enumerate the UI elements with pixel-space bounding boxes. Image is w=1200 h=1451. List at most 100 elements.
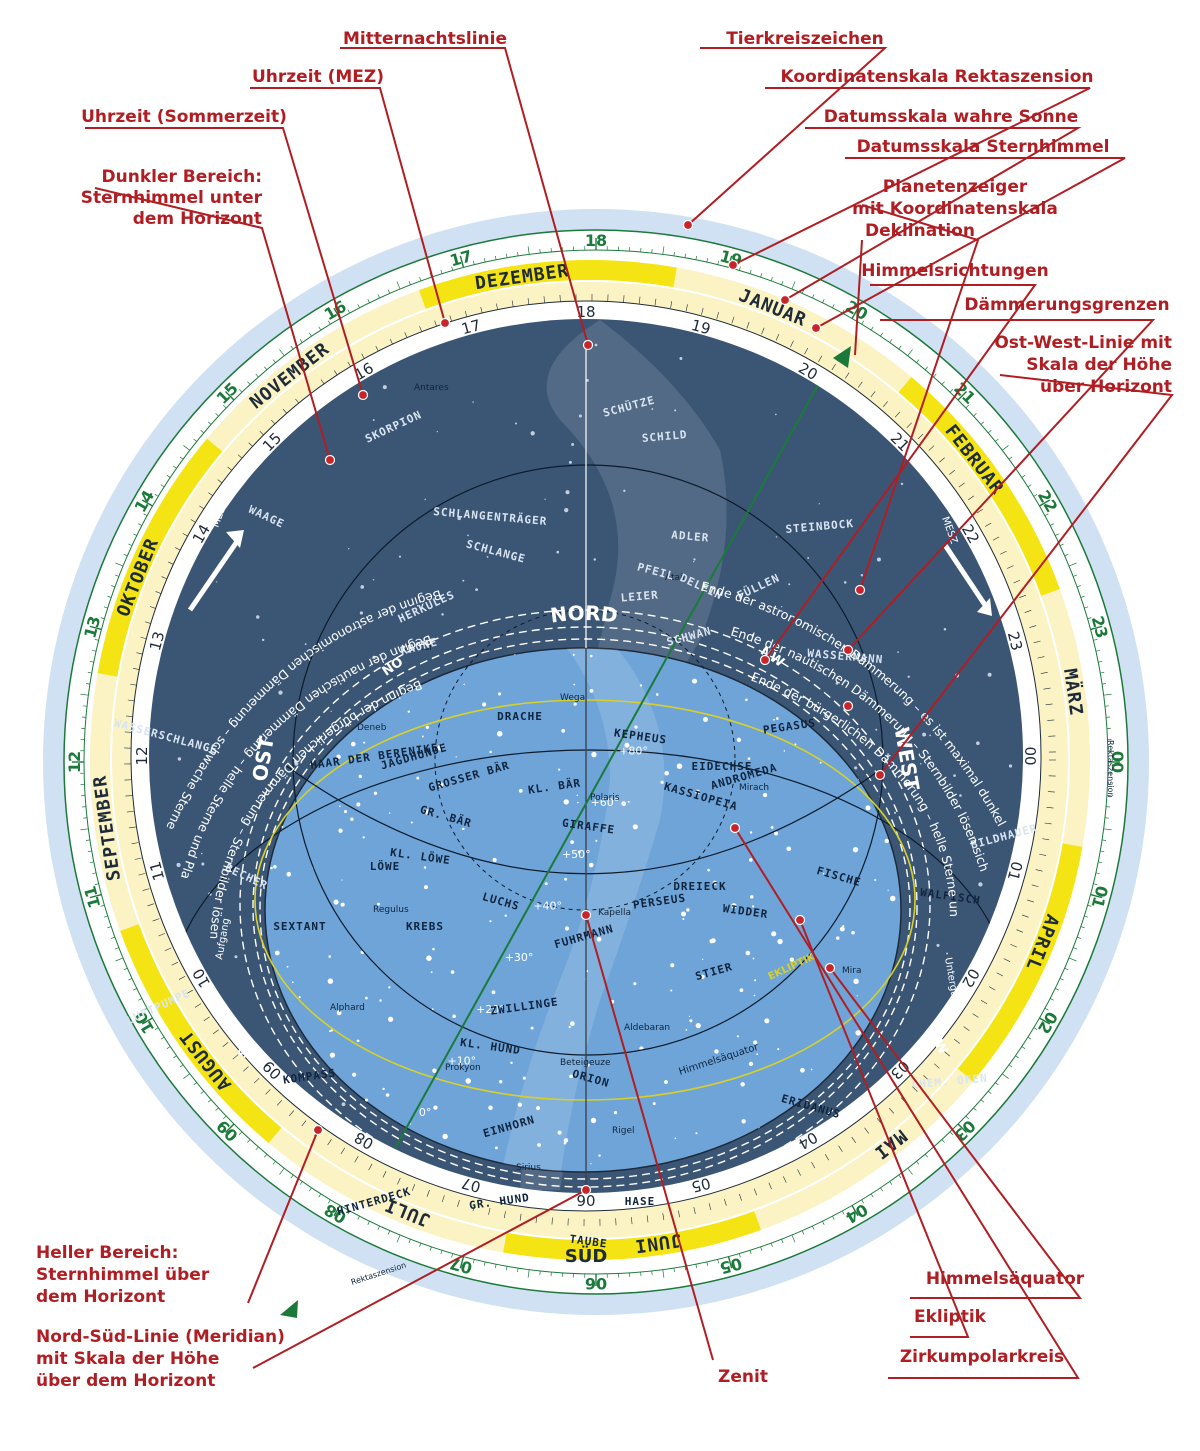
star-dot <box>424 809 430 815</box>
ra-tick <box>114 574 119 577</box>
star-dot <box>689 1019 693 1023</box>
star-dot <box>372 579 375 581</box>
star-dot <box>686 908 690 912</box>
ra-tick <box>889 1181 893 1185</box>
callout-himmelsaequator: Himmelsäquator <box>926 1269 1085 1289</box>
date-tick <box>411 1184 416 1191</box>
date-tick <box>126 810 134 813</box>
ra-tick <box>87 850 92 852</box>
ra-tick <box>473 1259 475 1264</box>
ra-tick <box>160 1036 165 1040</box>
star-name: Aldebaran <box>624 1023 670 1033</box>
ra-tick <box>1087 904 1092 907</box>
date-tick <box>457 1199 460 1207</box>
ra-tick <box>517 251 519 257</box>
ra-tick <box>459 1256 465 1269</box>
ra-tick <box>1095 649 1100 652</box>
star-dot <box>463 683 465 686</box>
date-tick <box>1013 580 1021 584</box>
ra-tick <box>110 585 115 588</box>
date-tick <box>939 457 945 463</box>
ra-tick <box>1044 513 1049 517</box>
date-tick <box>289 1110 295 1117</box>
ra-tick <box>1015 1055 1019 1059</box>
constellation-label: SEXTANT <box>273 920 326 933</box>
star-dot <box>558 768 561 771</box>
date-tick <box>844 372 850 379</box>
star-dot <box>430 971 433 974</box>
star-name: Prokyon <box>445 1063 481 1073</box>
constellation-label: EIDECHSE <box>692 760 753 773</box>
star-name: Mira <box>842 966 861 976</box>
star-dot <box>455 756 457 758</box>
star-dot <box>679 357 683 360</box>
date-tick <box>864 1127 869 1134</box>
star-dot <box>777 938 783 945</box>
ra-tick <box>154 1027 159 1030</box>
date-tick <box>1024 610 1032 613</box>
date-tick <box>992 536 1000 541</box>
star-dot <box>890 895 896 902</box>
ra-tick <box>238 1131 243 1135</box>
constellation-label: ADLER <box>671 528 710 544</box>
ra-tick <box>1084 915 1089 918</box>
ra-tick <box>527 246 530 255</box>
east-west-line <box>284 764 881 875</box>
ra-hour-label: 00 <box>1108 751 1127 773</box>
date-tick <box>623 295 625 303</box>
ra-tick <box>506 1266 508 1271</box>
star-dot <box>634 725 638 729</box>
ra-tick <box>1101 683 1107 685</box>
direction-south: SÜD <box>565 1245 608 1267</box>
ra-tick <box>247 1139 251 1143</box>
time-hour-label: 11 <box>146 859 168 882</box>
ra-tick <box>791 281 796 290</box>
date-tick <box>158 933 166 937</box>
star-dot <box>770 825 774 829</box>
date-tick <box>933 1063 940 1069</box>
star-dot <box>286 871 292 877</box>
planet-pointer-handle-top[interactable] <box>833 346 851 368</box>
time-hour-label: 17 <box>460 316 483 338</box>
star-dot <box>763 793 768 798</box>
ra-tick <box>1059 978 1064 981</box>
star-dot <box>959 794 962 797</box>
star-dot <box>783 750 786 752</box>
ra-tick <box>272 359 276 363</box>
star-dot <box>537 1143 541 1147</box>
star-dot <box>693 561 695 563</box>
star-dot <box>623 489 626 492</box>
callout-koordinatenskala-rektaszension: Koordinatenskala Rektaszension <box>781 67 1094 87</box>
star-dot <box>747 757 751 760</box>
date-tick <box>954 1039 960 1044</box>
ra-tick <box>1055 988 1059 991</box>
date-tick <box>996 972 1004 977</box>
star-dot <box>358 774 363 779</box>
ra-tick <box>347 309 351 314</box>
star-dot <box>350 817 354 821</box>
direction-north: NORD <box>549 601 619 628</box>
star-dot <box>771 931 777 937</box>
star-dot <box>577 850 581 854</box>
ra-tick <box>1008 456 1013 460</box>
star-dot <box>438 782 444 788</box>
ra-tick <box>193 1082 197 1086</box>
star-name: Arktur <box>405 643 433 653</box>
star-dot <box>563 799 569 805</box>
ra-tick <box>822 299 825 303</box>
ra-tick <box>870 326 874 331</box>
declination-tick-label: +30° <box>505 951 534 964</box>
declination-tick-label: +10° <box>447 1055 476 1068</box>
ra-tick <box>941 381 945 385</box>
callout-daemmerungsgrenzen: Dämmerungsgrenzen <box>964 295 1169 315</box>
ra-tick <box>717 1259 719 1264</box>
ra-tick <box>100 617 105 620</box>
star-dot <box>564 926 570 931</box>
star-dot <box>774 831 779 836</box>
date-tick <box>212 1029 219 1035</box>
svg-text:Heller Bereich:: Heller Bereich: <box>36 1243 178 1263</box>
ra-tick <box>1095 872 1100 875</box>
planet-pointer-handle-bottom[interactable] <box>280 1300 298 1318</box>
date-tick <box>976 509 983 514</box>
ra-tick <box>179 456 184 460</box>
